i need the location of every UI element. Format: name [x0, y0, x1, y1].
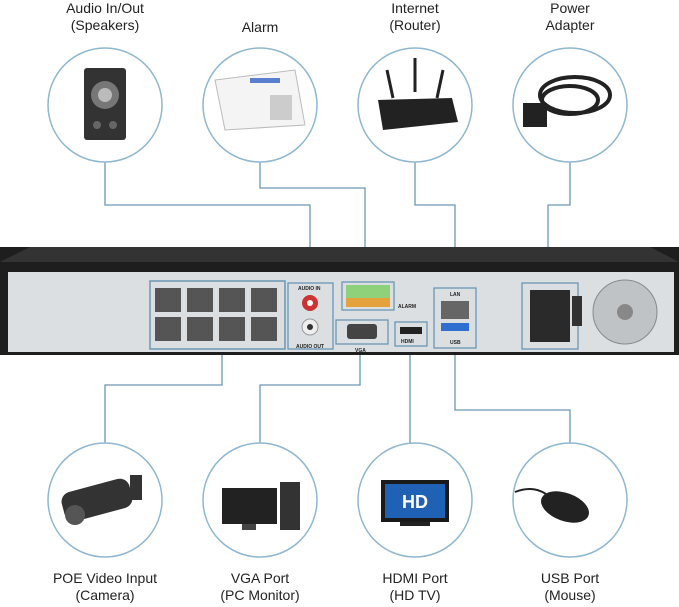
- label-line1: POE Video Input: [52, 570, 158, 586]
- label-line1: USB Port: [540, 570, 600, 586]
- audio-out-label: AUDIO OUT: [296, 344, 324, 350]
- power-cable-icon: [523, 75, 612, 127]
- label-speakers: Audio In/Out(Speakers): [30, 0, 180, 34]
- label-camera: POE Video Input(Camera): [30, 570, 180, 604]
- alarm-panel-icon: [214, 69, 306, 131]
- label-line1: Power: [550, 0, 590, 16]
- pc-monitor-icon: [222, 482, 300, 530]
- hd-tv-icon: HD: [381, 480, 449, 526]
- label-line2: (PC Monitor): [220, 587, 300, 603]
- hdmi-label: HDMI: [401, 339, 414, 345]
- label-line1: HDMI Port: [382, 570, 448, 586]
- mouse-icon: [514, 487, 589, 523]
- label-line1: Alarm: [241, 19, 279, 35]
- label-line2: (Camera): [75, 587, 135, 603]
- label-line1: Audio In/Out: [66, 0, 144, 16]
- alarm-label: ALARM: [398, 304, 416, 310]
- camera-icon: [61, 475, 142, 525]
- speaker-icon: [84, 68, 126, 140]
- label-alarm: Alarm: [185, 19, 335, 36]
- router-icon: [378, 58, 458, 130]
- audio-in-label: AUDIO IN: [298, 286, 321, 292]
- label-line2: (HD TV): [389, 587, 441, 603]
- label-line1: VGA Port: [230, 570, 290, 586]
- label-mouse: USB Port(Mouse): [495, 570, 645, 604]
- connector-lines: [104, 162, 571, 443]
- label-line2: (Mouse): [544, 587, 596, 603]
- label-router: Internet(Router): [340, 0, 490, 34]
- label-monitor: VGA Port(PC Monitor): [185, 570, 335, 604]
- label-line2: (Speakers): [70, 17, 140, 33]
- nvr-device: AUDIO IN AUDIO OUT ALARM VGA HDMI LAN US…: [0, 247, 679, 355]
- power-circle: [512, 47, 628, 163]
- lan-label: LAN: [450, 292, 461, 298]
- label-line2: Adapter: [545, 17, 595, 33]
- label-line2: (Router): [389, 17, 441, 33]
- label-line1: Internet: [391, 0, 439, 16]
- hd-badge: HD: [402, 492, 428, 512]
- vga-label: VGA: [355, 348, 366, 354]
- poe-ports-block: [149, 280, 286, 350]
- label-tv: HDMI Port(HD TV): [340, 570, 490, 604]
- usb-label: USB: [450, 340, 461, 346]
